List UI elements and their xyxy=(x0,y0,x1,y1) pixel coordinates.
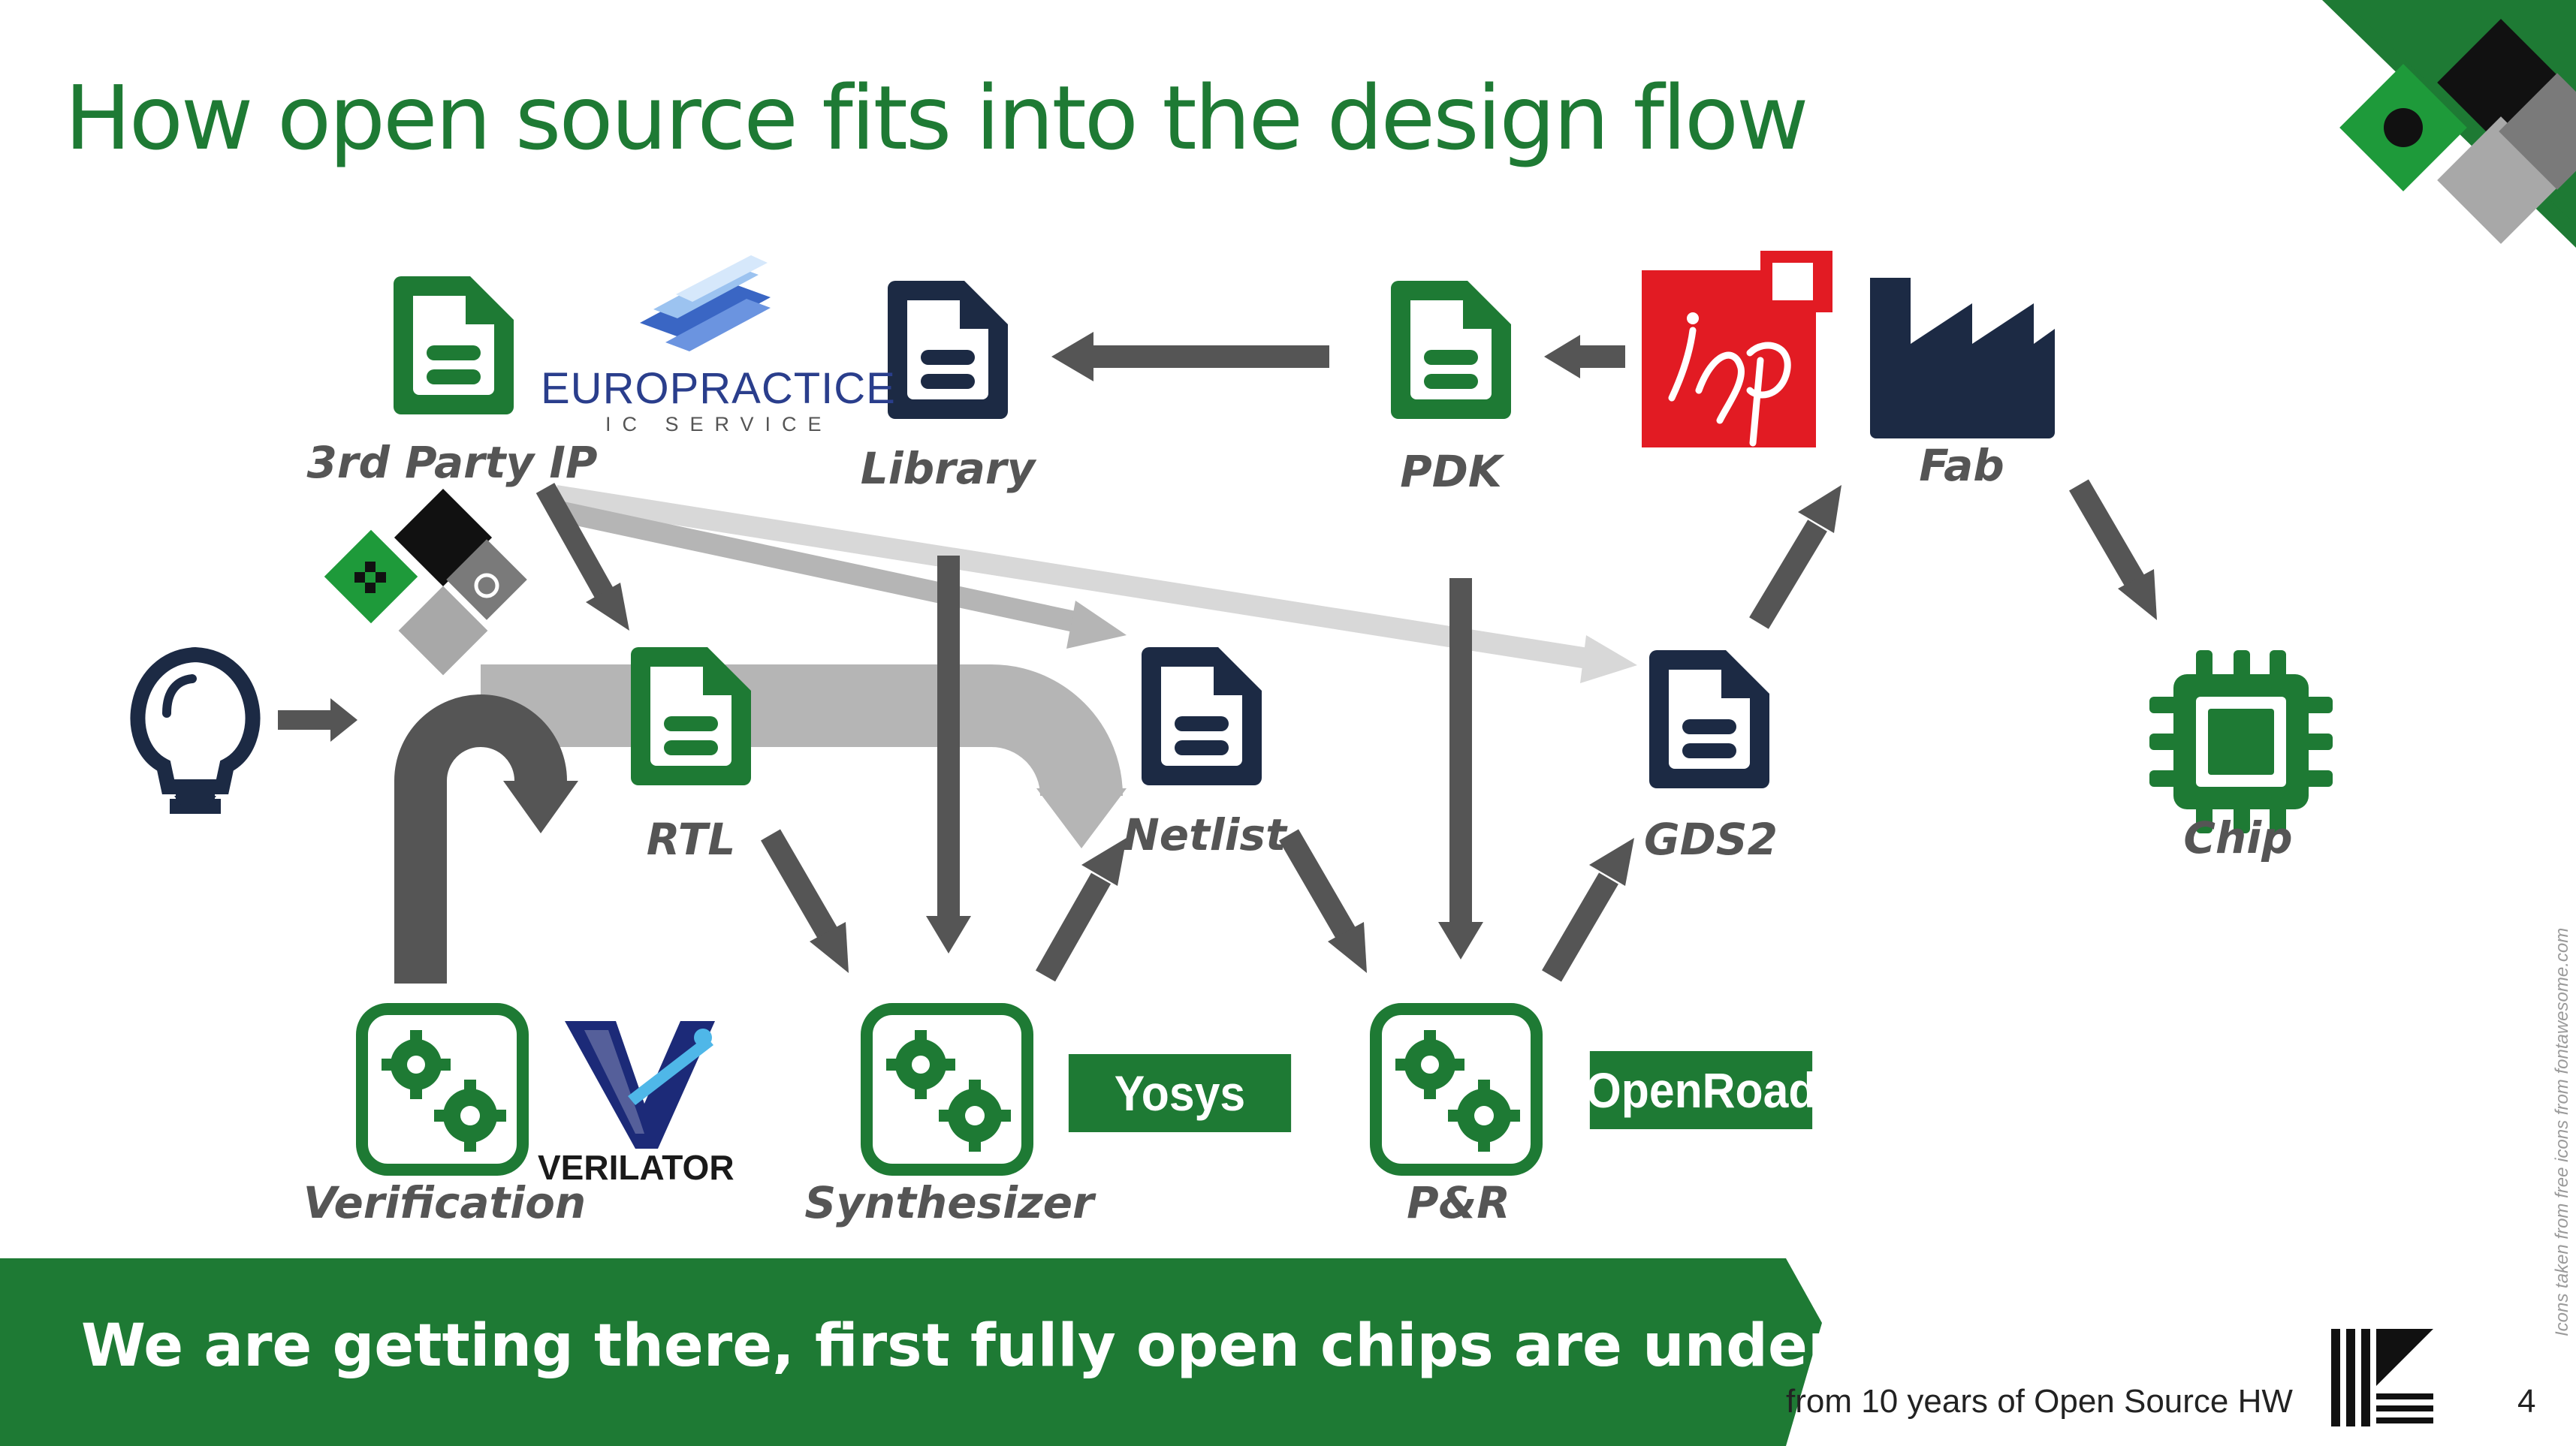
lightbulb-base xyxy=(174,796,216,806)
verification-label: Verification xyxy=(303,1177,587,1228)
rtl-label: RTL xyxy=(646,814,736,865)
banner-shape xyxy=(0,1258,1822,1446)
synth-to-netlist-arrow xyxy=(1035,838,1127,982)
openroad-badge: OpenRoad xyxy=(1586,1051,1816,1129)
pnr-to-gds2-arrow xyxy=(1542,838,1634,982)
ip-to-rtl-arrow xyxy=(535,483,629,631)
verification-gears-icon xyxy=(356,1003,529,1176)
icon-credit: Icons taken from free icons from fontawe… xyxy=(2552,927,2572,1336)
europractice-logo xyxy=(640,255,771,351)
synthesizer-label: Synthesizer xyxy=(804,1177,1094,1228)
ihp-to-pdk-arrow xyxy=(1544,335,1625,378)
footer-logo xyxy=(2328,1323,2433,1428)
factory-icon xyxy=(1870,278,2055,438)
netlist-file-icon xyxy=(1142,647,1262,785)
pnr-gears-icon xyxy=(1370,1003,1543,1176)
europractice-logo-text: EUROPRACTICE xyxy=(541,364,896,413)
third-party-ip-label: 3rd Party IP xyxy=(306,437,598,488)
library-label: Library xyxy=(860,443,1036,494)
rtl-to-synth-arrow xyxy=(761,829,849,973)
pdk-label: PDK xyxy=(1400,446,1502,497)
puzzle-logo xyxy=(324,488,527,676)
yosys-badge: Yosys xyxy=(1068,1054,1292,1132)
page-number: 4 xyxy=(2517,1383,2536,1420)
synthesizer-gears-icon xyxy=(861,1003,1033,1176)
chip-icon xyxy=(2149,650,2333,833)
third-party-ip-file-icon xyxy=(394,276,514,414)
idea-to-flow-arrow xyxy=(278,698,357,742)
ihp-logo xyxy=(1642,251,1832,447)
banner-text: We are getting there, first fully open c… xyxy=(81,1312,1967,1380)
verilator-logo-text: VERILATOR xyxy=(538,1148,734,1187)
pdk-file-icon xyxy=(1391,281,1511,419)
flow-arrows xyxy=(278,332,2157,982)
gds2-file-icon xyxy=(1649,650,1769,788)
pdk-to-pnr-arrow xyxy=(1438,578,1483,959)
verification-loop-arrow xyxy=(394,694,578,984)
pnr-label: P&R xyxy=(1407,1177,1510,1228)
europractice-logo-subtext: IC SERVICE xyxy=(605,413,833,435)
gds2-label: GDS2 xyxy=(1644,814,1778,865)
library-file-icon xyxy=(888,281,1008,419)
footer-text: from 10 years of Open Source HW xyxy=(1786,1383,2293,1420)
fab-to-chip-arrow xyxy=(2069,479,2157,620)
netlist-label: Netlist xyxy=(1123,809,1286,860)
library-to-synth-arrow xyxy=(926,556,971,953)
page-title: How open source fits into the design flo… xyxy=(65,66,1809,170)
fab-label: Fab xyxy=(1919,440,2004,491)
gds2-to-fab-arrow xyxy=(1749,485,1842,629)
pdk-to-library-arrow xyxy=(1051,332,1329,381)
corner-logo xyxy=(2322,0,2576,248)
rtl-file-icon xyxy=(631,647,751,785)
ip-to-netlist-arrow xyxy=(554,500,1127,649)
chip-label: Chip xyxy=(2183,812,2293,863)
netlist-to-pnr-arrow xyxy=(1279,829,1367,973)
rtl-to-netlist-loop-arrow xyxy=(481,664,1127,848)
verilator-logo xyxy=(565,1021,715,1149)
lightbulb-shine xyxy=(162,674,197,718)
ip-to-gds2-arrow xyxy=(554,485,1637,683)
